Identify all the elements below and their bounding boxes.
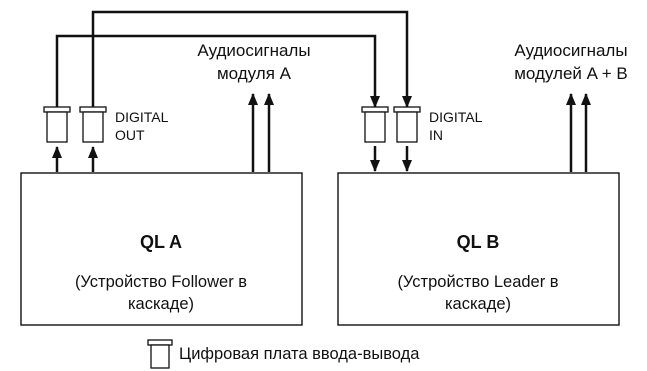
ql-a-unit-box xyxy=(20,172,303,326)
legend-card-label: Цифровая плата ввода-вывода xyxy=(179,345,420,363)
ql-a-description-line2: каскаде) xyxy=(128,295,194,313)
modules-ab-signal-label-line1: Аудиосигналы xyxy=(514,41,627,60)
ql-b-digital-card-2 xyxy=(393,106,421,143)
ql-b-unit-box xyxy=(337,172,620,326)
ql-b-digital-card-1 xyxy=(361,106,389,143)
ql-b-description-line1: (Устройство Leader в xyxy=(397,273,558,291)
legend-card-icon xyxy=(147,339,173,369)
digital-in-label-line2: IN xyxy=(429,127,443,143)
modules-ab-signal-label-line2: модулей A + B xyxy=(514,64,628,83)
module-a-signal-label-line2: модуля А xyxy=(217,64,292,83)
ql-a-digital-card-2 xyxy=(79,106,107,143)
digital-out-label-line1: DIGITAL xyxy=(115,109,169,125)
ql-a-digital-card-1 xyxy=(43,106,71,143)
cascade-cable-inner xyxy=(55,34,380,108)
cascade-cable-outer xyxy=(91,10,412,108)
digital-out-label-line2: OUT xyxy=(115,127,145,143)
ql-b-title: QL B xyxy=(457,232,500,252)
ql-a-title: QL A xyxy=(140,232,182,252)
module-a-signal-label-line1: Аудиосигналы xyxy=(197,41,310,60)
digital-in-label-line1: DIGITAL xyxy=(429,109,483,125)
ql-a-description-line1: (Устройство Follower в xyxy=(75,273,247,291)
ql-b-description-line2: каскаде) xyxy=(445,295,511,313)
